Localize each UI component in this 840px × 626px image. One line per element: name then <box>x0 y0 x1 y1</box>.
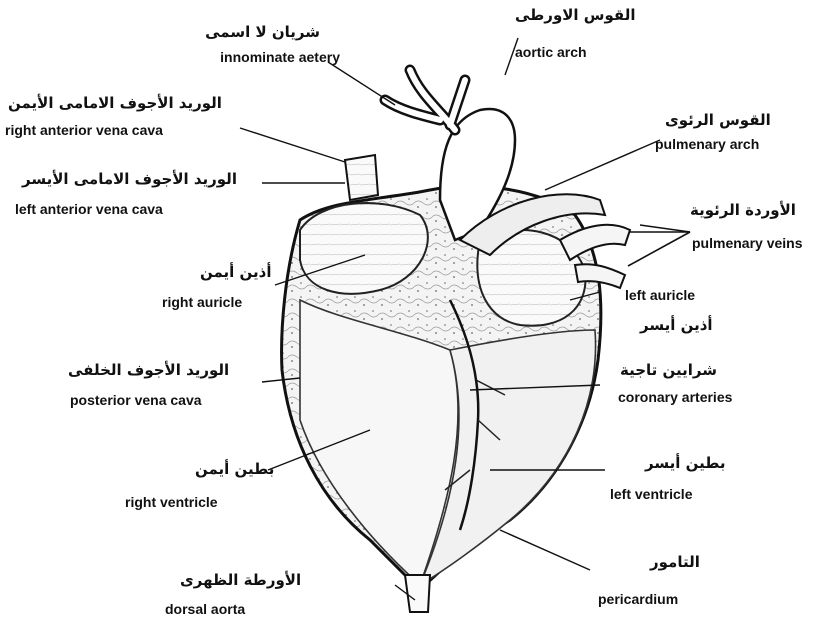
pulmonary-veins-label-ar: الأوردة الرئوية <box>690 203 796 218</box>
right-ventricle-label-en: right ventricle <box>125 495 218 509</box>
anterior-vena-cava-stub <box>345 155 378 200</box>
aortic-arch-label-ar: القوس الاورطى <box>515 8 635 23</box>
innominate-artery-label-en: innominate aetery <box>220 50 340 64</box>
coronary-arteries-label-ar: شرايين تاجية <box>620 363 717 378</box>
left-auricle-label-ar: أذين أيسر <box>640 318 713 333</box>
left-auricle-label-en: left auricle <box>625 288 695 302</box>
pulmonary-veins-label-en: pulmenary veins <box>692 236 803 250</box>
right-anterior-vena-cava-label-en: right anterior vena cava <box>5 123 163 137</box>
left-anterior-vena-cava-label-en: left anterior vena cava <box>15 202 163 216</box>
right-ventricle-label-ar: بطين أيمن <box>195 462 274 477</box>
pericardium-label-ar: التامور <box>650 555 700 570</box>
left-ventricle-label-en: left ventricle <box>610 487 692 501</box>
dorsal-aorta-label-ar: الأورطة الظهرى <box>180 573 301 588</box>
left-ventricle-label-ar: بطين أيسر <box>645 456 725 471</box>
posterior-vena-cava-label-en: posterior vena cava <box>70 393 202 407</box>
pericardium-label-en: pericardium <box>598 592 678 606</box>
dorsal-aorta-label-en: dorsal aorta <box>165 602 245 616</box>
dorsal-aorta-stub <box>405 575 430 612</box>
pulmonary-arch-label-ar: القوس الرئوى <box>665 113 771 128</box>
aortic-arch-label-en: aortic arch <box>515 45 587 59</box>
posterior-vena-cava-label-ar: الوريد الأجوف الخلفى <box>68 363 229 378</box>
left-anterior-vena-cava-label-ar: الوريد الأجوف الامامى الأيسر <box>22 172 237 187</box>
right-auricle-label-ar: أذين أيمن <box>200 265 272 280</box>
pulmonary-arch-label-en: pulmenary arch <box>655 137 759 151</box>
innominate-artery-label-ar: شريان لا اسمى <box>205 25 320 40</box>
coronary-arteries-label-en: coronary arteries <box>618 390 732 404</box>
right-auricle-label-en: right auricle <box>162 295 242 309</box>
right-anterior-vena-cava-label-ar: الوريد الأجوف الامامى الأيمن <box>8 96 222 111</box>
